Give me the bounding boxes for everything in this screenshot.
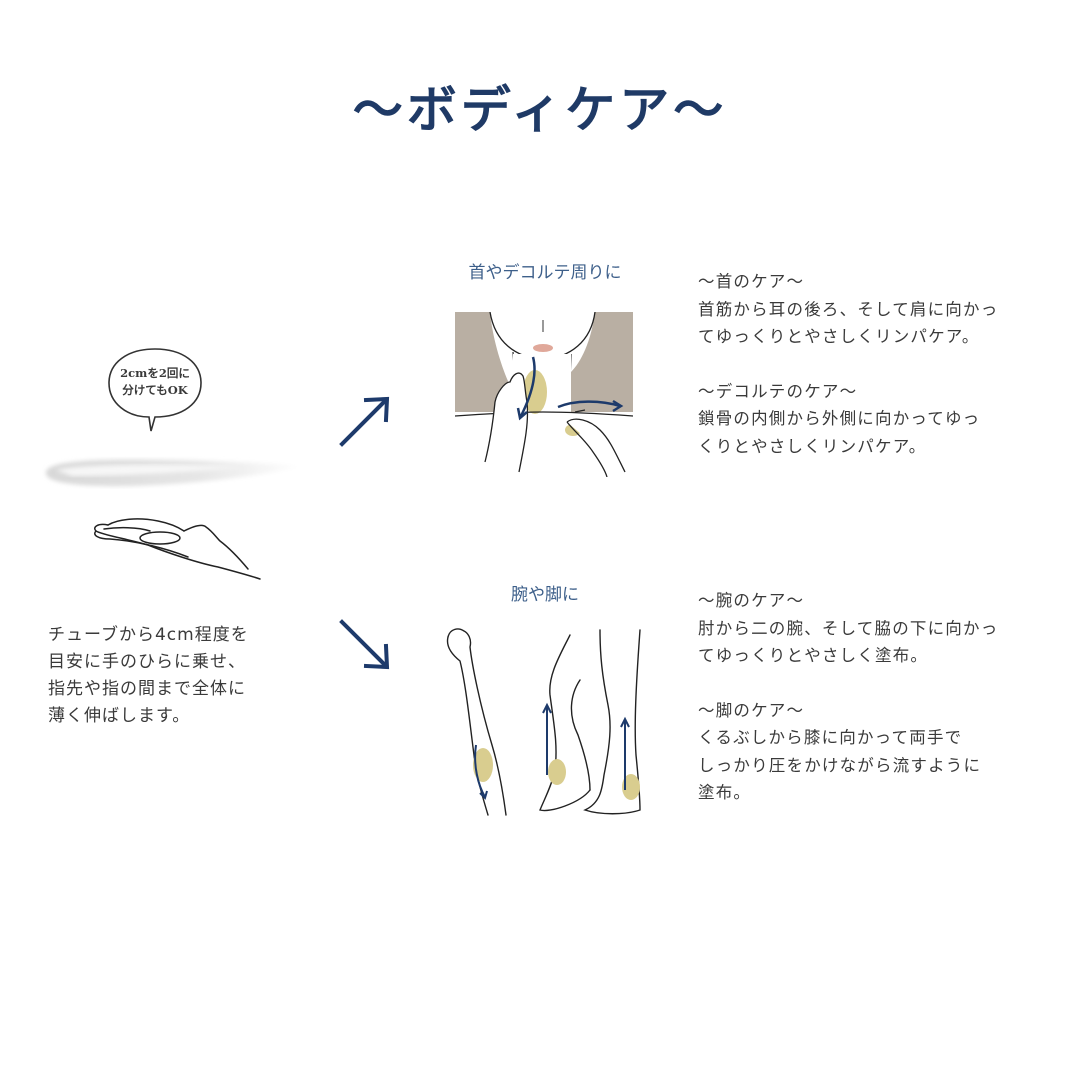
- neck-care-heading: 〜首のケア〜: [698, 272, 805, 291]
- leg-care-line-3: 塗布。: [698, 783, 752, 802]
- arm-leg-care-description: 〜腕のケア〜 肘から二の腕、そして脇の下に向かっ てゆっくりとやさしく塗布。 〜…: [698, 587, 1058, 807]
- bubble-text: 2cmを2回に 分けてもOK: [105, 365, 205, 399]
- page-title: 〜ボディケア〜: [352, 80, 728, 139]
- intro-line-1: チューブから4cm程度を: [48, 625, 249, 645]
- arm-leg-illustration: [446, 628, 641, 816]
- section-label-arm-leg: 腕や脚に: [511, 585, 579, 605]
- bubble-line-1: 2cmを2回に: [120, 366, 190, 380]
- intro-line-3: 指先や指の間まで全体に: [48, 679, 246, 699]
- intro-line-2: 目安に手のひらに乗せ、: [48, 652, 246, 672]
- open-hand-icon: [94, 518, 261, 580]
- cream-swatch-icon: [45, 459, 302, 487]
- section-label-neck: 首やデコルテ周りに: [468, 263, 622, 283]
- decollete-care-heading: 〜デコルテのケア〜: [698, 381, 858, 401]
- arm-care-line-1: 肘から二の腕、そして脇の下に向かっ: [698, 618, 999, 638]
- leg-care-heading: 〜脚のケア〜: [698, 700, 805, 720]
- decollete-care-line-1: 鎖骨の内側から外側に向かってゆっ: [698, 409, 981, 428]
- decollete-care-line-2: くりとやさしくリンパケア。: [698, 436, 927, 456]
- arm-care-line-2: てゆっくりとやさしく塗布。: [698, 646, 929, 665]
- neck-care-description: 〜首のケア〜 首筋から耳の後ろ、そして肩に向かっ てゆっくりとやさしくリンパケア…: [698, 268, 1058, 460]
- arrow-up-right-icon: [339, 396, 390, 447]
- intro-text: チューブから4cm程度を 目安に手のひらに乗せ、 指先や指の間まで全体に 薄く伸…: [48, 622, 318, 730]
- bubble-line-2: 分けてもOK: [122, 383, 188, 397]
- neck-care-line-2: てゆっくりとやさしくリンパケア。: [698, 327, 980, 346]
- leg-care-line-1: くるぶしから膝に向かって両手で: [698, 728, 963, 747]
- arm-care-heading: 〜腕のケア〜: [698, 591, 805, 610]
- leg-care-line-2: しっかり圧をかけながら流すように: [698, 755, 982, 775]
- speech-bubble-icon: [108, 348, 202, 432]
- intro-line-4: 薄く伸ばします。: [48, 706, 191, 726]
- neck-decollete-illustration: [455, 312, 633, 477]
- arrow-down-right-icon: [339, 619, 390, 670]
- neck-care-line-1: 首筋から耳の後ろ、そして肩に向かっ: [698, 299, 999, 319]
- speech-bubble: 2cmを2回に 分けてもOK: [105, 345, 205, 432]
